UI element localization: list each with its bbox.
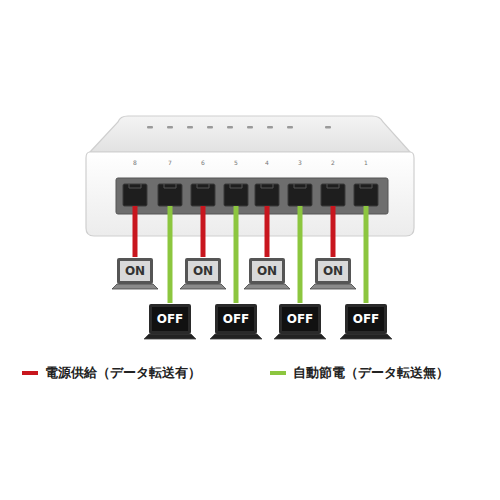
port-latch xyxy=(360,184,372,188)
laptop-base xyxy=(144,334,196,339)
leds xyxy=(147,126,331,129)
lan-cable xyxy=(201,206,206,257)
power-state: ON xyxy=(125,265,145,277)
ethernet-port xyxy=(191,184,215,206)
status-led xyxy=(167,126,173,129)
laptop-screen: ON xyxy=(249,258,285,284)
port-latch xyxy=(261,184,273,188)
port-latch xyxy=(294,184,306,188)
lan-cable xyxy=(298,206,303,303)
ethernet-port xyxy=(158,184,182,206)
laptop-screen: ON xyxy=(315,258,351,284)
switch-top xyxy=(90,116,410,152)
ports xyxy=(123,184,378,206)
status-led xyxy=(325,126,331,129)
port-number: 6 xyxy=(201,160,205,166)
status-led xyxy=(147,126,153,129)
power-state: ON xyxy=(323,265,343,277)
laptop-base xyxy=(180,284,226,289)
laptop-base xyxy=(244,284,290,289)
legend-text: 自動節電（データ転送無） xyxy=(293,364,449,382)
ethernet-port xyxy=(224,184,248,206)
power-state: OFF xyxy=(287,313,314,325)
power-state: ON xyxy=(193,265,213,277)
power-state: OFF xyxy=(223,313,250,325)
laptop-base xyxy=(340,334,392,339)
status-led xyxy=(207,126,213,129)
laptop-screen: OFF xyxy=(279,304,321,334)
laptop-base xyxy=(112,284,158,289)
port-number: 2 xyxy=(331,160,335,166)
power-state: OFF xyxy=(157,313,184,325)
legend-item: 電源供給（データ転送有） xyxy=(22,364,201,382)
lan-cable xyxy=(234,206,239,303)
port-number: 7 xyxy=(168,160,172,166)
status-led xyxy=(227,126,233,129)
lan-cable xyxy=(331,206,336,257)
status-led xyxy=(287,126,293,129)
legend-swatch xyxy=(270,371,286,375)
legend-item: 自動節電（データ転送無） xyxy=(270,364,449,382)
status-led xyxy=(267,126,273,129)
power-state: OFF xyxy=(353,313,380,325)
laptop-base xyxy=(274,334,326,339)
cables xyxy=(135,206,366,303)
port-number: 4 xyxy=(265,160,269,166)
laptop-screen: ON xyxy=(185,258,221,284)
ethernet-port xyxy=(255,184,279,206)
laptop-screen: OFF xyxy=(149,304,191,334)
port-latch xyxy=(327,184,339,188)
legend-text: 電源供給（データ転送有） xyxy=(45,364,201,382)
ethernet-port xyxy=(123,184,147,206)
laptop-bases xyxy=(112,284,392,339)
port-panel xyxy=(116,178,388,214)
laptop-screen: OFF xyxy=(215,304,257,334)
ethernet-port xyxy=(288,184,312,206)
ethernet-port xyxy=(354,184,378,206)
port-latch xyxy=(164,184,176,188)
status-led xyxy=(187,126,193,129)
lan-cable xyxy=(168,206,173,303)
lan-cable xyxy=(265,206,270,257)
legend-swatch xyxy=(22,371,38,375)
port-latch xyxy=(197,184,209,188)
status-led xyxy=(247,126,253,129)
laptop-screen: ON xyxy=(117,258,153,284)
port-number: 8 xyxy=(133,160,137,166)
port-number: 5 xyxy=(234,160,238,166)
port-latch xyxy=(129,184,141,188)
laptop-screen: OFF xyxy=(345,304,387,334)
lan-cable xyxy=(133,206,138,257)
port-latch xyxy=(230,184,242,188)
port-number: 3 xyxy=(298,160,302,166)
laptop-base xyxy=(310,284,356,289)
laptop-base xyxy=(210,334,262,339)
lan-cable xyxy=(364,206,369,303)
power-state: ON xyxy=(257,265,277,277)
port-number: 1 xyxy=(364,160,368,166)
ethernet-port xyxy=(321,184,345,206)
